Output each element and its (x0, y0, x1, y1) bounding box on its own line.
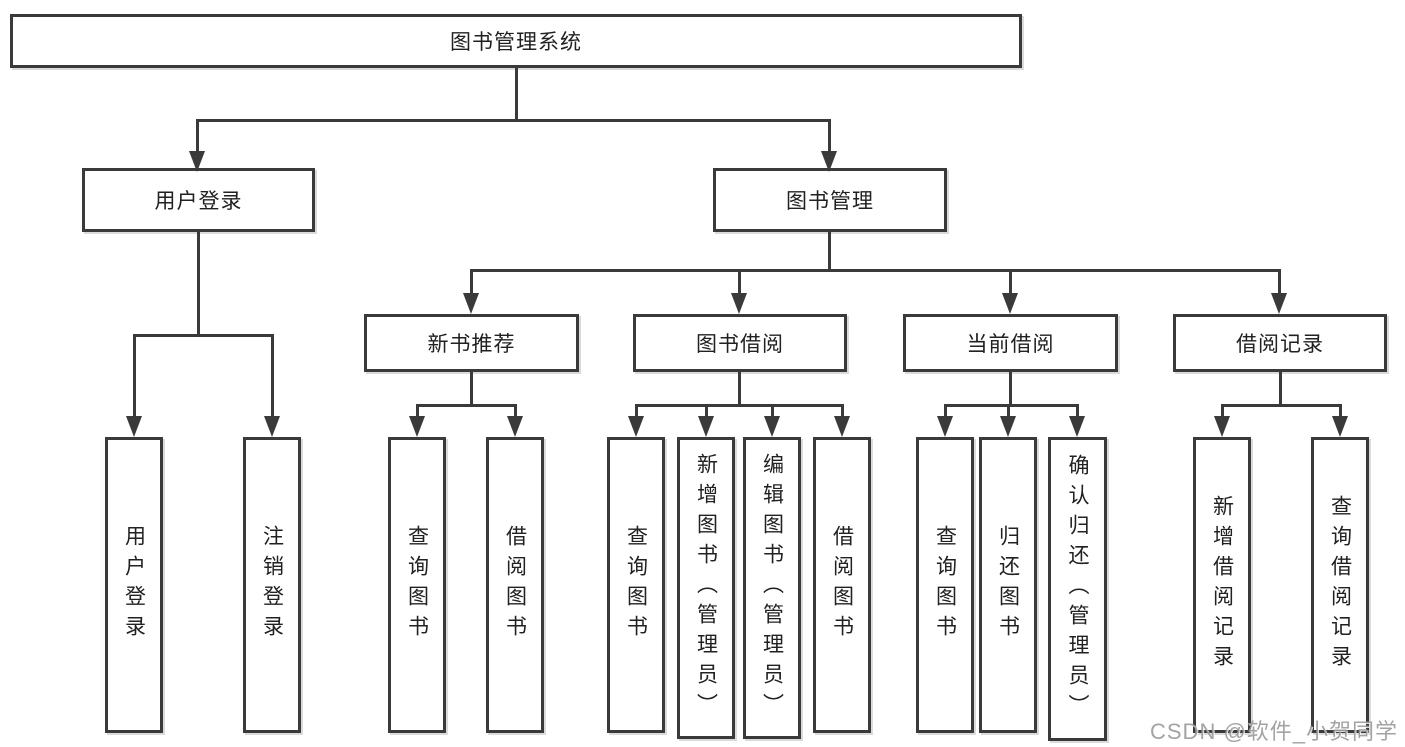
connector-line (828, 232, 831, 272)
connector-line (705, 404, 708, 418)
node-new-book-recommend: 新书推荐 (364, 314, 579, 372)
arrow-down-icon (821, 151, 837, 172)
connector-line (828, 119, 831, 153)
leaf-user-login: 用户登录 (105, 437, 163, 733)
connector-line (470, 372, 473, 407)
connector-line (196, 119, 199, 153)
leaf-query-books-recommend: 查询图书 (388, 437, 446, 733)
connector-line (271, 334, 274, 417)
leaf-query-books-current: 查询图书 (916, 437, 974, 733)
connector-line (1009, 372, 1012, 407)
node-current-borrowing: 当前借阅 (903, 314, 1118, 372)
arrow-down-icon (409, 416, 425, 437)
arrow-down-icon (1069, 416, 1085, 437)
connector-line (1279, 372, 1282, 407)
connector-line (197, 232, 200, 337)
leaf-borrow-books-recommend: 借阅图书 (486, 437, 544, 733)
leaf-add-book-admin-label: 新增图书（管理员） (694, 453, 718, 723)
connector-line (1278, 269, 1281, 293)
arrow-down-icon (834, 416, 850, 437)
leaf-query-borrow-record-label: 查询借阅记录 (1328, 495, 1352, 675)
leaf-confirm-return-admin-label: 确认归还（管理员） (1066, 454, 1089, 724)
connector-line (416, 404, 517, 407)
node-book-borrowing-label: 图书借阅 (696, 333, 784, 356)
node-new-book-recommend-label: 新书推荐 (427, 333, 516, 356)
leaf-borrow-books-borrowing-label: 借阅图书 (830, 525, 854, 645)
connector-line (1009, 269, 1012, 293)
leaf-logout-label: 注销登录 (260, 525, 284, 645)
leaf-query-books-borrowing: 查询图书 (607, 437, 665, 733)
leaf-borrow-books-borrowing: 借阅图书 (813, 437, 871, 733)
arrow-down-icon (1000, 416, 1016, 437)
connector-line (196, 119, 831, 122)
leaf-query-books-current-label: 查询图书 (933, 525, 957, 645)
connector-line (416, 404, 419, 418)
node-user-login: 用户登录 (82, 168, 315, 232)
connector-line (470, 269, 473, 293)
leaf-return-books: 归还图书 (979, 437, 1037, 733)
node-borrowing-records: 借阅记录 (1173, 314, 1387, 372)
connector-line (635, 404, 638, 418)
arrow-down-icon (628, 416, 644, 437)
arrow-down-icon (126, 416, 142, 437)
leaf-borrow-books-recommend-label: 借阅图书 (503, 525, 527, 645)
leaf-query-books-borrowing-label: 查询图书 (624, 525, 648, 645)
connector-line (1076, 404, 1079, 418)
arrow-down-icon (1271, 293, 1287, 314)
connector-line (133, 334, 136, 417)
arrow-down-icon (463, 293, 479, 314)
arrow-down-icon (698, 416, 714, 437)
connector-line (1221, 404, 1342, 407)
node-book-management: 图书管理 (713, 168, 947, 232)
arrow-down-icon (189, 151, 205, 172)
node-borrowing-records-label: 借阅记录 (1236, 333, 1324, 356)
leaf-return-books-label: 归还图书 (996, 525, 1020, 645)
leaf-logout: 注销登录 (243, 437, 301, 733)
node-book-borrowing: 图书借阅 (633, 314, 847, 372)
node-current-borrowing-label: 当前借阅 (966, 333, 1055, 356)
node-user-login-label: 用户登录 (154, 190, 243, 213)
node-book-management-label: 图书管理 (786, 190, 874, 213)
connector-line (841, 404, 844, 418)
arrow-down-icon (937, 416, 953, 437)
connector-line (514, 404, 517, 418)
arrow-down-icon (731, 293, 747, 314)
arrow-down-icon (1214, 416, 1230, 437)
leaf-add-borrow-record: 新增借阅记录 (1193, 437, 1251, 733)
node-library-system: 图书管理系统 (10, 14, 1022, 68)
connector-line (1339, 404, 1342, 418)
arrow-down-icon (764, 416, 780, 437)
arrow-down-icon (1332, 416, 1348, 437)
arrow-down-icon (1002, 293, 1018, 314)
leaf-edit-book-admin: 编辑图书（管理员） (743, 437, 801, 739)
connector-line (133, 334, 274, 337)
connector-line (944, 404, 947, 418)
connector-line (1221, 404, 1224, 418)
connector-line (470, 269, 1281, 272)
leaf-confirm-return-admin: 确认归还（管理员） (1048, 437, 1107, 741)
leaf-edit-book-admin-label: 编辑图书（管理员） (760, 453, 784, 723)
node-library-system-label: 图书管理系统 (450, 31, 582, 54)
arrow-down-icon (264, 416, 280, 437)
connector-line (944, 404, 1079, 407)
leaf-query-borrow-record: 查询借阅记录 (1311, 437, 1369, 733)
arrow-down-icon (507, 416, 523, 437)
connector-line (738, 269, 741, 293)
connector-line (635, 404, 843, 407)
connector-line (515, 67, 518, 121)
leaf-query-books-recommend-label: 查询图书 (405, 525, 429, 645)
leaf-user-login-label: 用户登录 (122, 525, 146, 645)
leaf-add-book-admin: 新增图书（管理员） (677, 437, 735, 739)
leaf-add-borrow-record-label: 新增借阅记录 (1210, 495, 1234, 675)
connector-line (771, 404, 774, 418)
connector-line (738, 372, 741, 407)
connector-line (1007, 404, 1010, 418)
watermark: CSDN @软件_小贺同学 (1150, 719, 1399, 744)
